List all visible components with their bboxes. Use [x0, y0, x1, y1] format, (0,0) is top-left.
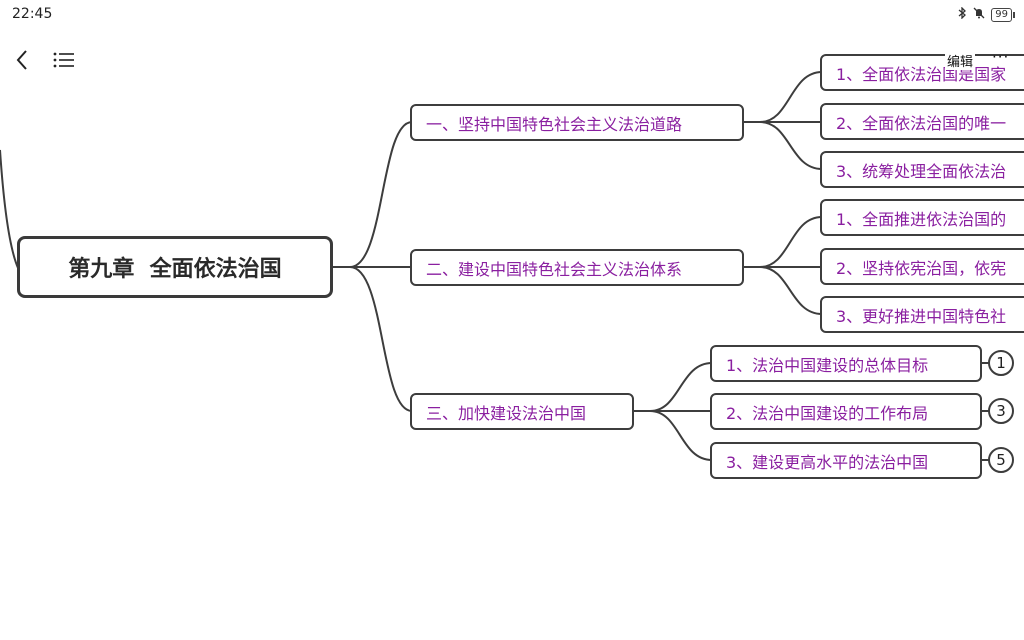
branch-2-child-2-label: 2、坚持依宪治国，依宪 — [836, 258, 1007, 278]
branch-node-3-label: 三、加快建设法治中国 — [426, 403, 587, 423]
back-arrow-icon — [16, 50, 27, 70]
status-time: 22:45 — [12, 6, 53, 22]
mute-bell-icon — [973, 7, 985, 22]
branch-1-child-2[interactable]: 2、全面依法治国的唯一 — [820, 103, 1024, 140]
root-node-label: 第九章 全面依法治国 — [68, 257, 282, 282]
root-node[interactable]: 第九章 全面依法治国 — [17, 236, 333, 298]
branch-3-child-3-badge[interactable]: 5 — [988, 447, 1014, 473]
edit-button[interactable]: 编辑 — [945, 51, 976, 70]
branch-3-child-2[interactable]: 2、法治中国建设的工作布局 — [710, 393, 982, 430]
branch-3-child-1-label: 1、法治中国建设的总体目标 — [726, 355, 929, 375]
branch-3-child-3[interactable]: 3、建设更高水平的法治中国 — [710, 442, 982, 479]
status-icons: 99 — [957, 6, 1015, 22]
branch-2-child-3[interactable]: 3、更好推进中国特色社 — [820, 296, 1024, 333]
branch-1-child-3[interactable]: 3、统筹处理全面依法治 — [820, 151, 1024, 188]
branch-3-child-1[interactable]: 1、法治中国建设的总体目标 — [710, 345, 982, 382]
branch-2-child-3-label: 3、更好推进中国特色社 — [836, 306, 1007, 326]
branch-node-1[interactable]: 一、坚持中国特色社会主义法治道路 — [410, 104, 744, 141]
list-icon — [53, 52, 74, 68]
branch-node-3[interactable]: 三、加快建设法治中国 — [410, 393, 634, 430]
back-button[interactable] — [8, 46, 36, 74]
branch-1-child-2-label: 2、全面依法治国的唯一 — [836, 113, 1007, 133]
branch-1-child-3-label: 3、统筹处理全面依法治 — [836, 161, 1007, 181]
branch-node-2-label: 二、建设中国特色社会主义法治体系 — [426, 259, 683, 279]
branch-3-child-2-label: 2、法治中国建设的工作布局 — [726, 403, 929, 423]
branch-1-child-1-label: 1、全面依法治国是国家 — [836, 64, 1007, 84]
branch-3-child-3-label: 3、建设更高水平的法治中国 — [726, 452, 929, 472]
branch-2-child-1[interactable]: 1、全面推进依法治国的 — [820, 199, 1024, 236]
battery-indicator: 99 — [991, 7, 1015, 22]
more-options-button[interactable]: ··· — [992, 48, 1010, 66]
branch-2-child-1-label: 1、全面推进依法治国的 — [836, 209, 1007, 229]
outline-button[interactable] — [50, 46, 78, 74]
branch-3-child-1-badge[interactable]: 1 — [988, 350, 1014, 376]
branch-node-2[interactable]: 二、建设中国特色社会主义法治体系 — [410, 249, 744, 286]
bluetooth-icon — [957, 6, 967, 22]
branch-3-child-2-badge[interactable]: 3 — [988, 398, 1014, 424]
branch-node-1-label: 一、坚持中国特色社会主义法治道路 — [426, 114, 683, 134]
branch-2-child-2[interactable]: 2、坚持依宪治国，依宪 — [820, 248, 1024, 285]
